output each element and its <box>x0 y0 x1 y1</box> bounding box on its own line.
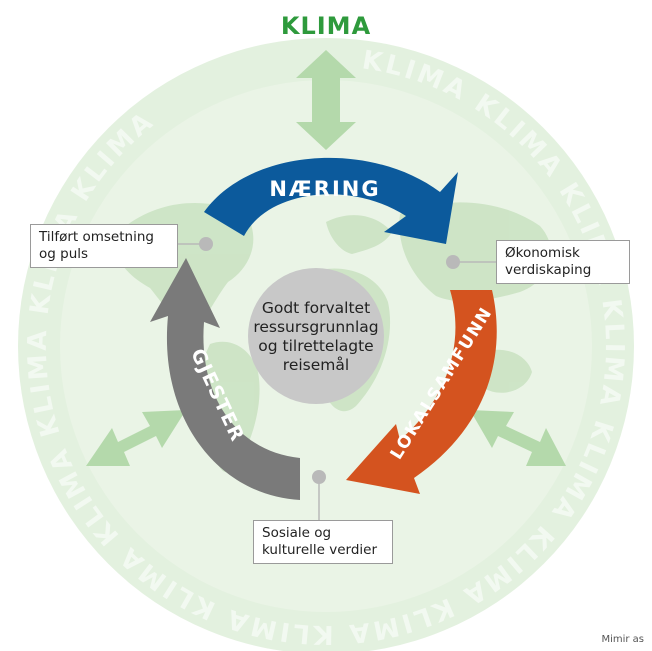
right-double-arrow <box>470 410 566 466</box>
klima-title: KLIMA <box>281 12 371 40</box>
box-line: verdiskaping <box>505 262 592 278</box>
box-line: Økonomisk <box>505 245 580 261</box>
center-circle <box>248 268 384 404</box>
gjester-arrow <box>150 258 300 500</box>
right-connector-dot <box>446 255 460 269</box>
center-line: Godt forvaltet <box>261 299 371 317</box>
naering-label: NÆRING <box>269 177 380 201</box>
top-double-arrow <box>296 50 356 150</box>
center-line: reisemål <box>282 356 350 374</box>
box-line: kulturelle verdier <box>262 542 378 558</box>
naering-arrow <box>204 157 458 244</box>
credit-text: Mimir as <box>601 634 644 645</box>
center-line: ressursgrunnlag <box>253 318 379 336</box>
box-tilfort-omsetning: Tilført omsetning og puls <box>30 224 178 268</box>
box-line: og puls <box>39 246 89 262</box>
left-connector-dot <box>199 237 213 251</box>
center-line: og tilrettelagte <box>258 337 374 355</box>
box-okonomisk-verdiskaping: Økonomisk verdiskaping <box>496 240 630 284</box>
lokalsamfunn-arrow <box>346 290 497 494</box>
bottom-connector-dot <box>312 470 326 484</box>
box-line: Tilført omsetning <box>39 229 154 245</box>
center-text: Godt forvaltet ressursgrunnlag og tilret… <box>246 287 386 387</box>
box-line: Sosiale og <box>262 525 332 541</box>
left-double-arrow <box>86 410 186 466</box>
box-sosiale-kulturelle: Sosiale og kulturelle verdier <box>253 520 393 564</box>
